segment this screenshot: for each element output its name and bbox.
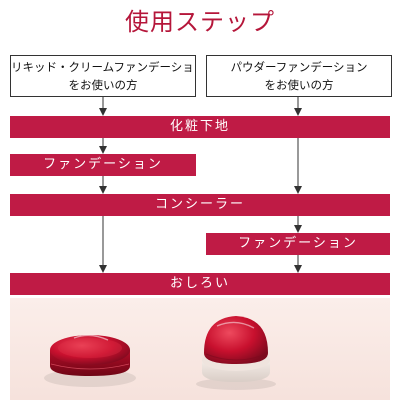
step-face-powder: おしろい	[10, 273, 390, 295]
label-line-2: をお使いの方	[68, 78, 138, 92]
product-image-area	[10, 298, 390, 400]
label-line-1: リキッド・クリームファンデーション	[11, 60, 196, 74]
step-concealer: コンシーラー	[10, 194, 390, 216]
powder-user-label: パウダーファンデーション をお使いの方	[206, 55, 392, 97]
liquid-cream-user-label: リキッド・クリームファンデーション をお使いの方	[10, 55, 196, 97]
products-illustration	[44, 316, 276, 390]
label-line-1: パウダーファンデーション	[230, 60, 368, 74]
step-foundation-liquid: ファンデーション	[10, 154, 196, 176]
loose-powder-compact-icon	[44, 334, 136, 387]
page-title: 使用ステップ	[125, 8, 275, 36]
label-line-2: をお使いの方	[264, 78, 334, 92]
step-makeup-base: 化粧下地	[10, 116, 390, 138]
step-foundation-powder: ファンデーション	[206, 233, 390, 255]
pressed-powder-compact-icon	[196, 316, 276, 390]
